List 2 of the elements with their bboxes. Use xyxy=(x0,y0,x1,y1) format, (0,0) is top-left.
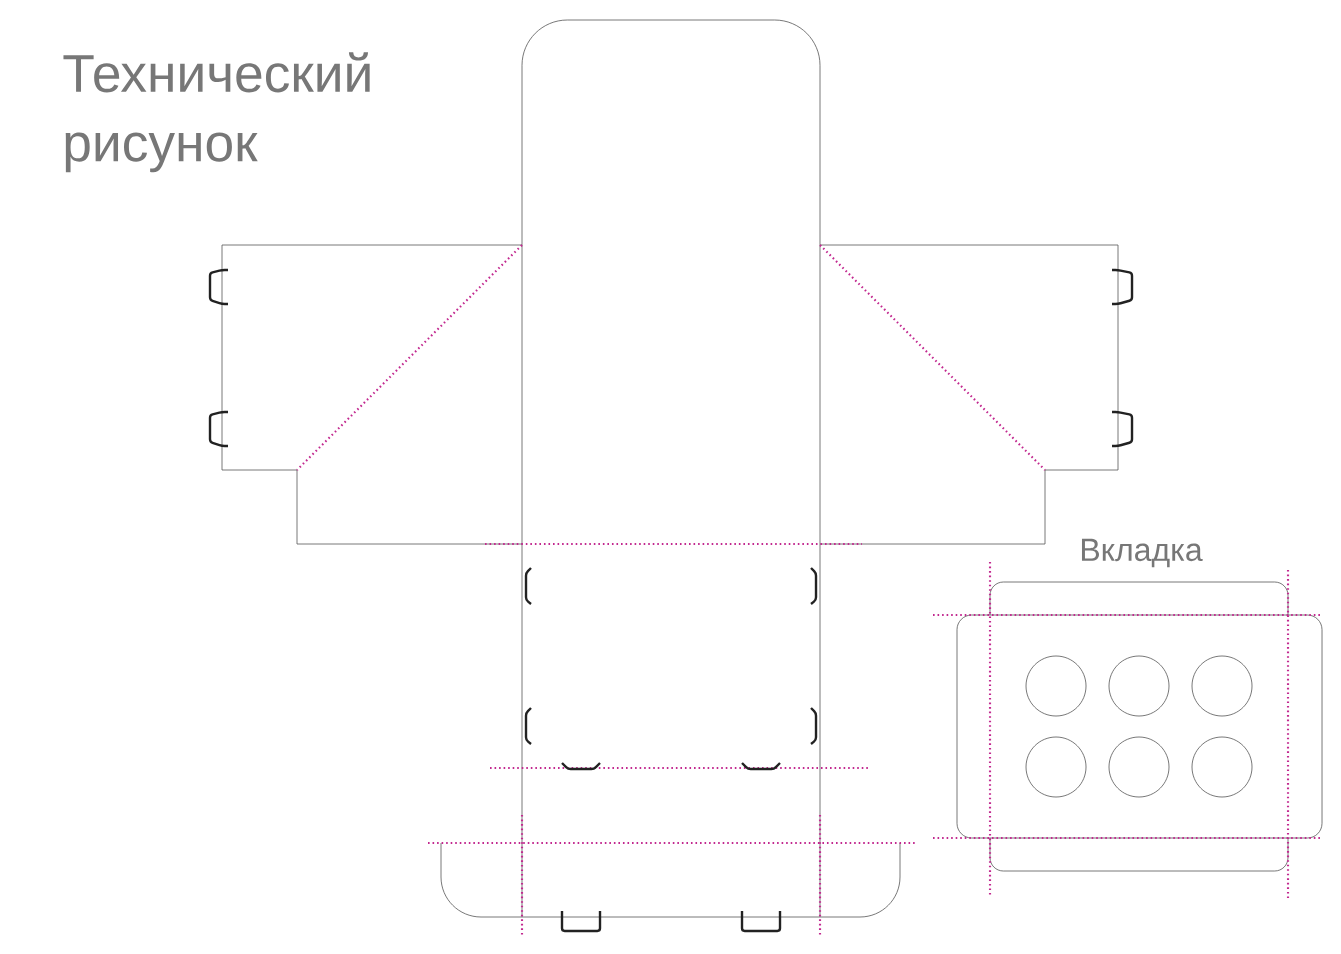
insert-label: Вкладка xyxy=(1082,538,1203,568)
title: Технический рисунок xyxy=(63,52,370,173)
